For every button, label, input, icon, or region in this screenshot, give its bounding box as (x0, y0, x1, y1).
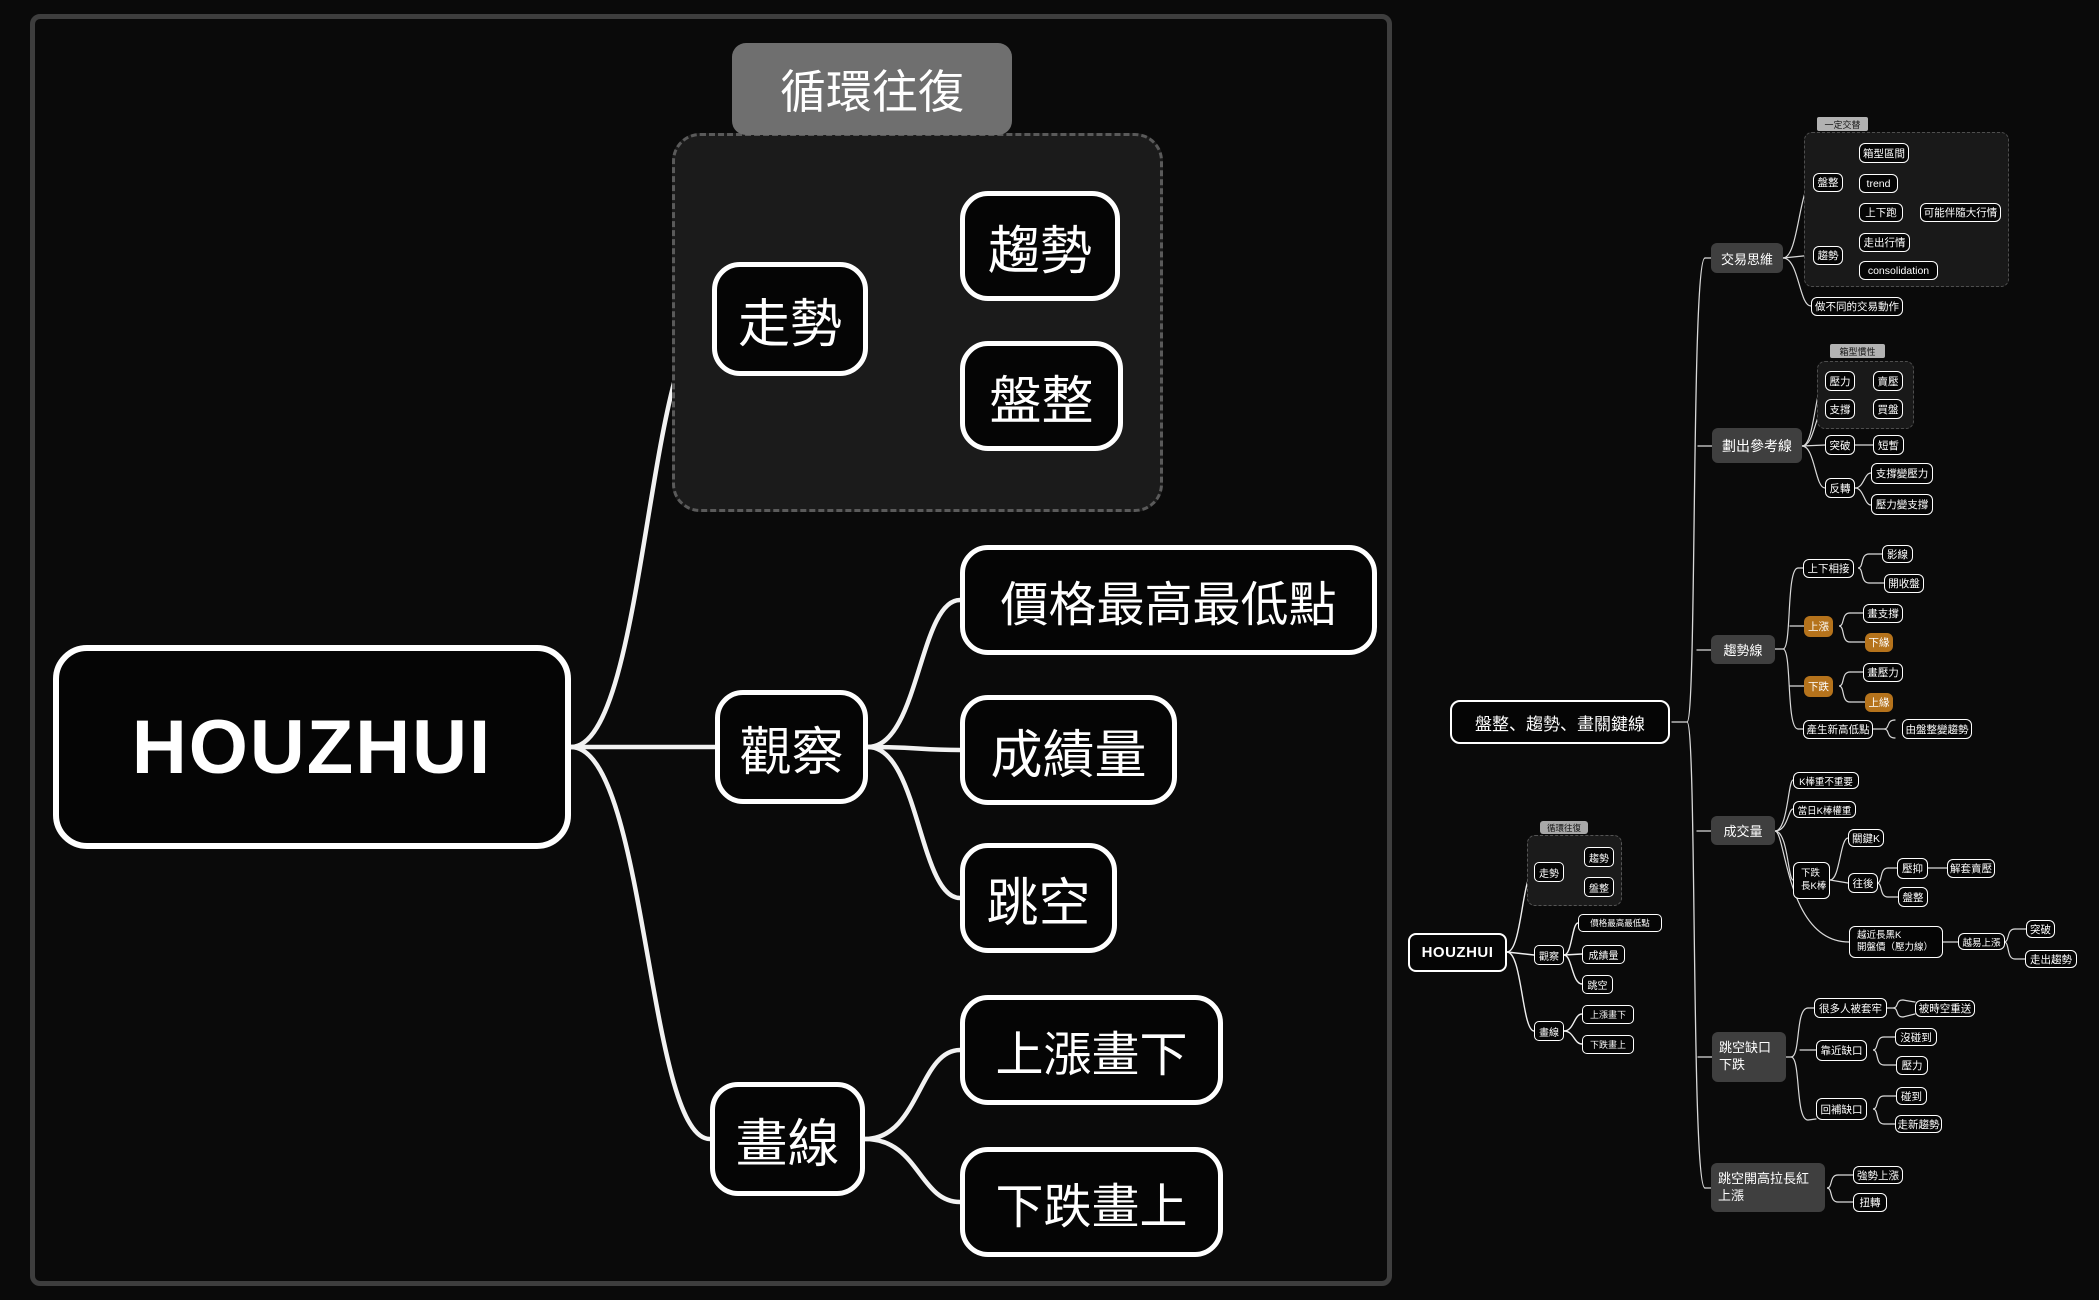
topic-reference-lines[interactable]: 劃出參考線 (1712, 428, 1802, 463)
node-falling-long-k-line1: 下跌 (1801, 868, 1821, 880)
node-reversal[interactable]: 反轉 (1825, 478, 1855, 498)
node-key-k[interactable]: 關鍵K (1848, 829, 1884, 847)
node-near-gap[interactable]: 靠近缺口 (1816, 1040, 1867, 1061)
node-time-warped[interactable]: 被時空重送 (1915, 1000, 1975, 1017)
topic-volume[interactable]: 成交量 (1711, 816, 1775, 845)
node-consolidation-en[interactable]: consolidation (1859, 261, 1938, 280)
mini-node-price-high-low[interactable]: 價格最高最低點 (1578, 914, 1662, 932)
node-fall-draw-above[interactable]: 下跌畫上 (960, 1147, 1223, 1257)
topic-trade-thinking[interactable]: 交易思維 (1711, 243, 1783, 273)
node-falling-long-k-line2: 長K棒 (1801, 880, 1827, 892)
node-lower-edge[interactable]: 下緣 (1865, 633, 1893, 652)
node-relief-selling[interactable]: 解套賣壓 (1947, 859, 1995, 878)
root-houzhui[interactable]: HOUZHUI (53, 645, 571, 849)
node-shadow-line[interactable]: 影線 (1882, 545, 1913, 563)
node-sell-pressure[interactable]: 賣壓 (1873, 371, 1903, 391)
node-consolidation-to-trend[interactable]: 由盤整變趨勢 (1902, 719, 1972, 739)
topic-gap-down-line2: 下跌 (1719, 1057, 1746, 1072)
node-pressure[interactable]: 壓力 (1825, 371, 1855, 391)
node-guancha[interactable]: 觀察 (715, 690, 868, 804)
node-near-black-k-line2: 開盤價（壓力線） (1857, 942, 1934, 953)
node-rise-draw-below[interactable]: 上漲畫下 (960, 995, 1223, 1105)
node-trade-qushi[interactable]: 趨勢 (1813, 246, 1843, 265)
node-box-range[interactable]: 箱型區間 (1859, 143, 1909, 163)
node-updown-connect[interactable]: 上下相接 (1803, 559, 1854, 578)
node-many-trapped[interactable]: 很多人被套牢 (1814, 998, 1887, 1018)
node-trend-en[interactable]: trend (1859, 174, 1898, 193)
node-near-black-k-open[interactable]: 越近長黑K 開盤價（壓力線） (1849, 926, 1943, 958)
node-maybe-big-move[interactable]: 可能伴隨大行情 (1920, 203, 2001, 222)
mini-node-panzheng[interactable]: 盤整 (1584, 877, 1614, 897)
node-new-high-low[interactable]: 產生新高低點 (1803, 720, 1873, 739)
strategy-root[interactable]: 盤整、趨勢、畫關鍵線 (1450, 700, 1670, 744)
topic-trend-line[interactable]: 趨勢線 (1711, 635, 1775, 664)
node-afterwards[interactable]: 往後 (1848, 873, 1878, 893)
node-tiaokong[interactable]: 跳空 (960, 843, 1117, 953)
node-pressure-to-support[interactable]: 壓力變支撐 (1871, 494, 1933, 515)
node-near-black-k-line1: 越近長黑K (1857, 929, 1902, 941)
node-daily-k-weight[interactable]: 當日K棒權重 (1793, 801, 1856, 818)
mini-root-houzhui[interactable]: HOUZHUI (1408, 933, 1507, 972)
topic-gap-up[interactable]: 跳空開高拉長紅 上漲 (1711, 1163, 1825, 1212)
node-falling-long-k[interactable]: 下跌 長K棒 (1793, 862, 1830, 899)
node-new-trend[interactable]: 走新趨勢 (1895, 1115, 1942, 1133)
mini-node-chengjiliang[interactable]: 成績量 (1582, 945, 1625, 964)
mini-node-tiaokong[interactable]: 跳空 (1582, 975, 1613, 994)
node-vol-breakout[interactable]: 突破 (2026, 920, 2055, 938)
mini-node-qushi[interactable]: 趨勢 (1584, 847, 1614, 867)
node-k-importance[interactable]: K棒重不重要 (1793, 772, 1859, 789)
left-map-panel: 循環往復 HOUZHUI 走勢 趨勢 盤整 觀察 價格最高最低點 成績量 跳空 … (30, 14, 1392, 1286)
node-draw-support[interactable]: 畫支撐 (1863, 604, 1903, 623)
node-qushi[interactable]: 趨勢 (960, 191, 1120, 301)
node-buying[interactable]: 買盤 (1873, 399, 1903, 419)
mini-node-rise-draw-below[interactable]: 上漲畫下 (1582, 1005, 1634, 1024)
node-chengjiliang[interactable]: 成績量 (960, 695, 1177, 805)
reference-boundary-label[interactable]: 箱型慣性 (1830, 344, 1885, 358)
node-short-lived[interactable]: 短暫 (1873, 435, 1904, 455)
node-not-touched[interactable]: 沒碰到 (1895, 1028, 1937, 1046)
trade-boundary-label[interactable]: 一定交替 (1817, 117, 1868, 131)
node-touched[interactable]: 碰到 (1896, 1087, 1927, 1105)
mini-node-zoushi[interactable]: 走勢 (1534, 862, 1564, 882)
node-trade-panzheng[interactable]: 盤整 (1813, 173, 1843, 192)
topic-gap-up-line2: 上漲 (1718, 1187, 1745, 1203)
node-easier-rise[interactable]: 越易上漲 (1958, 933, 2005, 950)
node-strong-rise[interactable]: 強勢上漲 (1853, 1166, 1903, 1184)
mini-cycle-boundary-label[interactable]: 循環往復 (1540, 821, 1588, 834)
node-suppress[interactable]: 壓抑 (1897, 858, 1928, 879)
node-draw-pressure[interactable]: 畫壓力 (1863, 663, 1903, 682)
node-upper-edge[interactable]: 上緣 (1865, 693, 1893, 712)
topic-gap-down-line1: 跳空缺口 (1719, 1040, 1772, 1056)
node-huaxian[interactable]: 畫線 (710, 1082, 865, 1196)
mini-node-huaxian[interactable]: 畫線 (1534, 1021, 1564, 1041)
node-open-close[interactable]: 開收盤 (1884, 574, 1924, 593)
node-breakout[interactable]: 突破 (1825, 435, 1855, 455)
node-panzheng[interactable]: 盤整 (960, 341, 1123, 451)
mini-node-guancha[interactable]: 觀察 (1534, 945, 1564, 965)
node-gap-pressure[interactable]: 壓力 (1896, 1056, 1928, 1075)
node-support-to-pressure[interactable]: 支撐變壓力 (1871, 463, 1933, 484)
node-run-up-down[interactable]: 上下跑 (1859, 203, 1903, 222)
node-zoushi[interactable]: 走勢 (712, 262, 868, 376)
node-rising[interactable]: 上漲 (1804, 616, 1833, 637)
node-move-out[interactable]: 走出行情 (1859, 233, 1910, 252)
node-price-high-low[interactable]: 價格最高最低點 (960, 545, 1377, 655)
cycle-boundary-label[interactable]: 循環往復 (732, 43, 1012, 135)
node-consolidate[interactable]: 盤整 (1898, 887, 1928, 907)
node-support[interactable]: 支撐 (1825, 399, 1855, 419)
node-twist[interactable]: 扭轉 (1853, 1193, 1887, 1212)
node-fill-gap[interactable]: 回補缺口 (1816, 1098, 1867, 1120)
node-out-of-trend[interactable]: 走出趨勢 (2025, 950, 2077, 968)
topic-gap-down[interactable]: 跳空缺口 下跌 (1712, 1032, 1786, 1082)
node-falling[interactable]: 下跌 (1804, 676, 1833, 697)
mini-node-fall-draw-above[interactable]: 下跌畫上 (1582, 1035, 1634, 1054)
node-different-actions[interactable]: 做不同的交易動作 (1811, 297, 1903, 316)
topic-gap-up-line1: 跳空開高拉長紅 (1718, 1170, 1810, 1186)
